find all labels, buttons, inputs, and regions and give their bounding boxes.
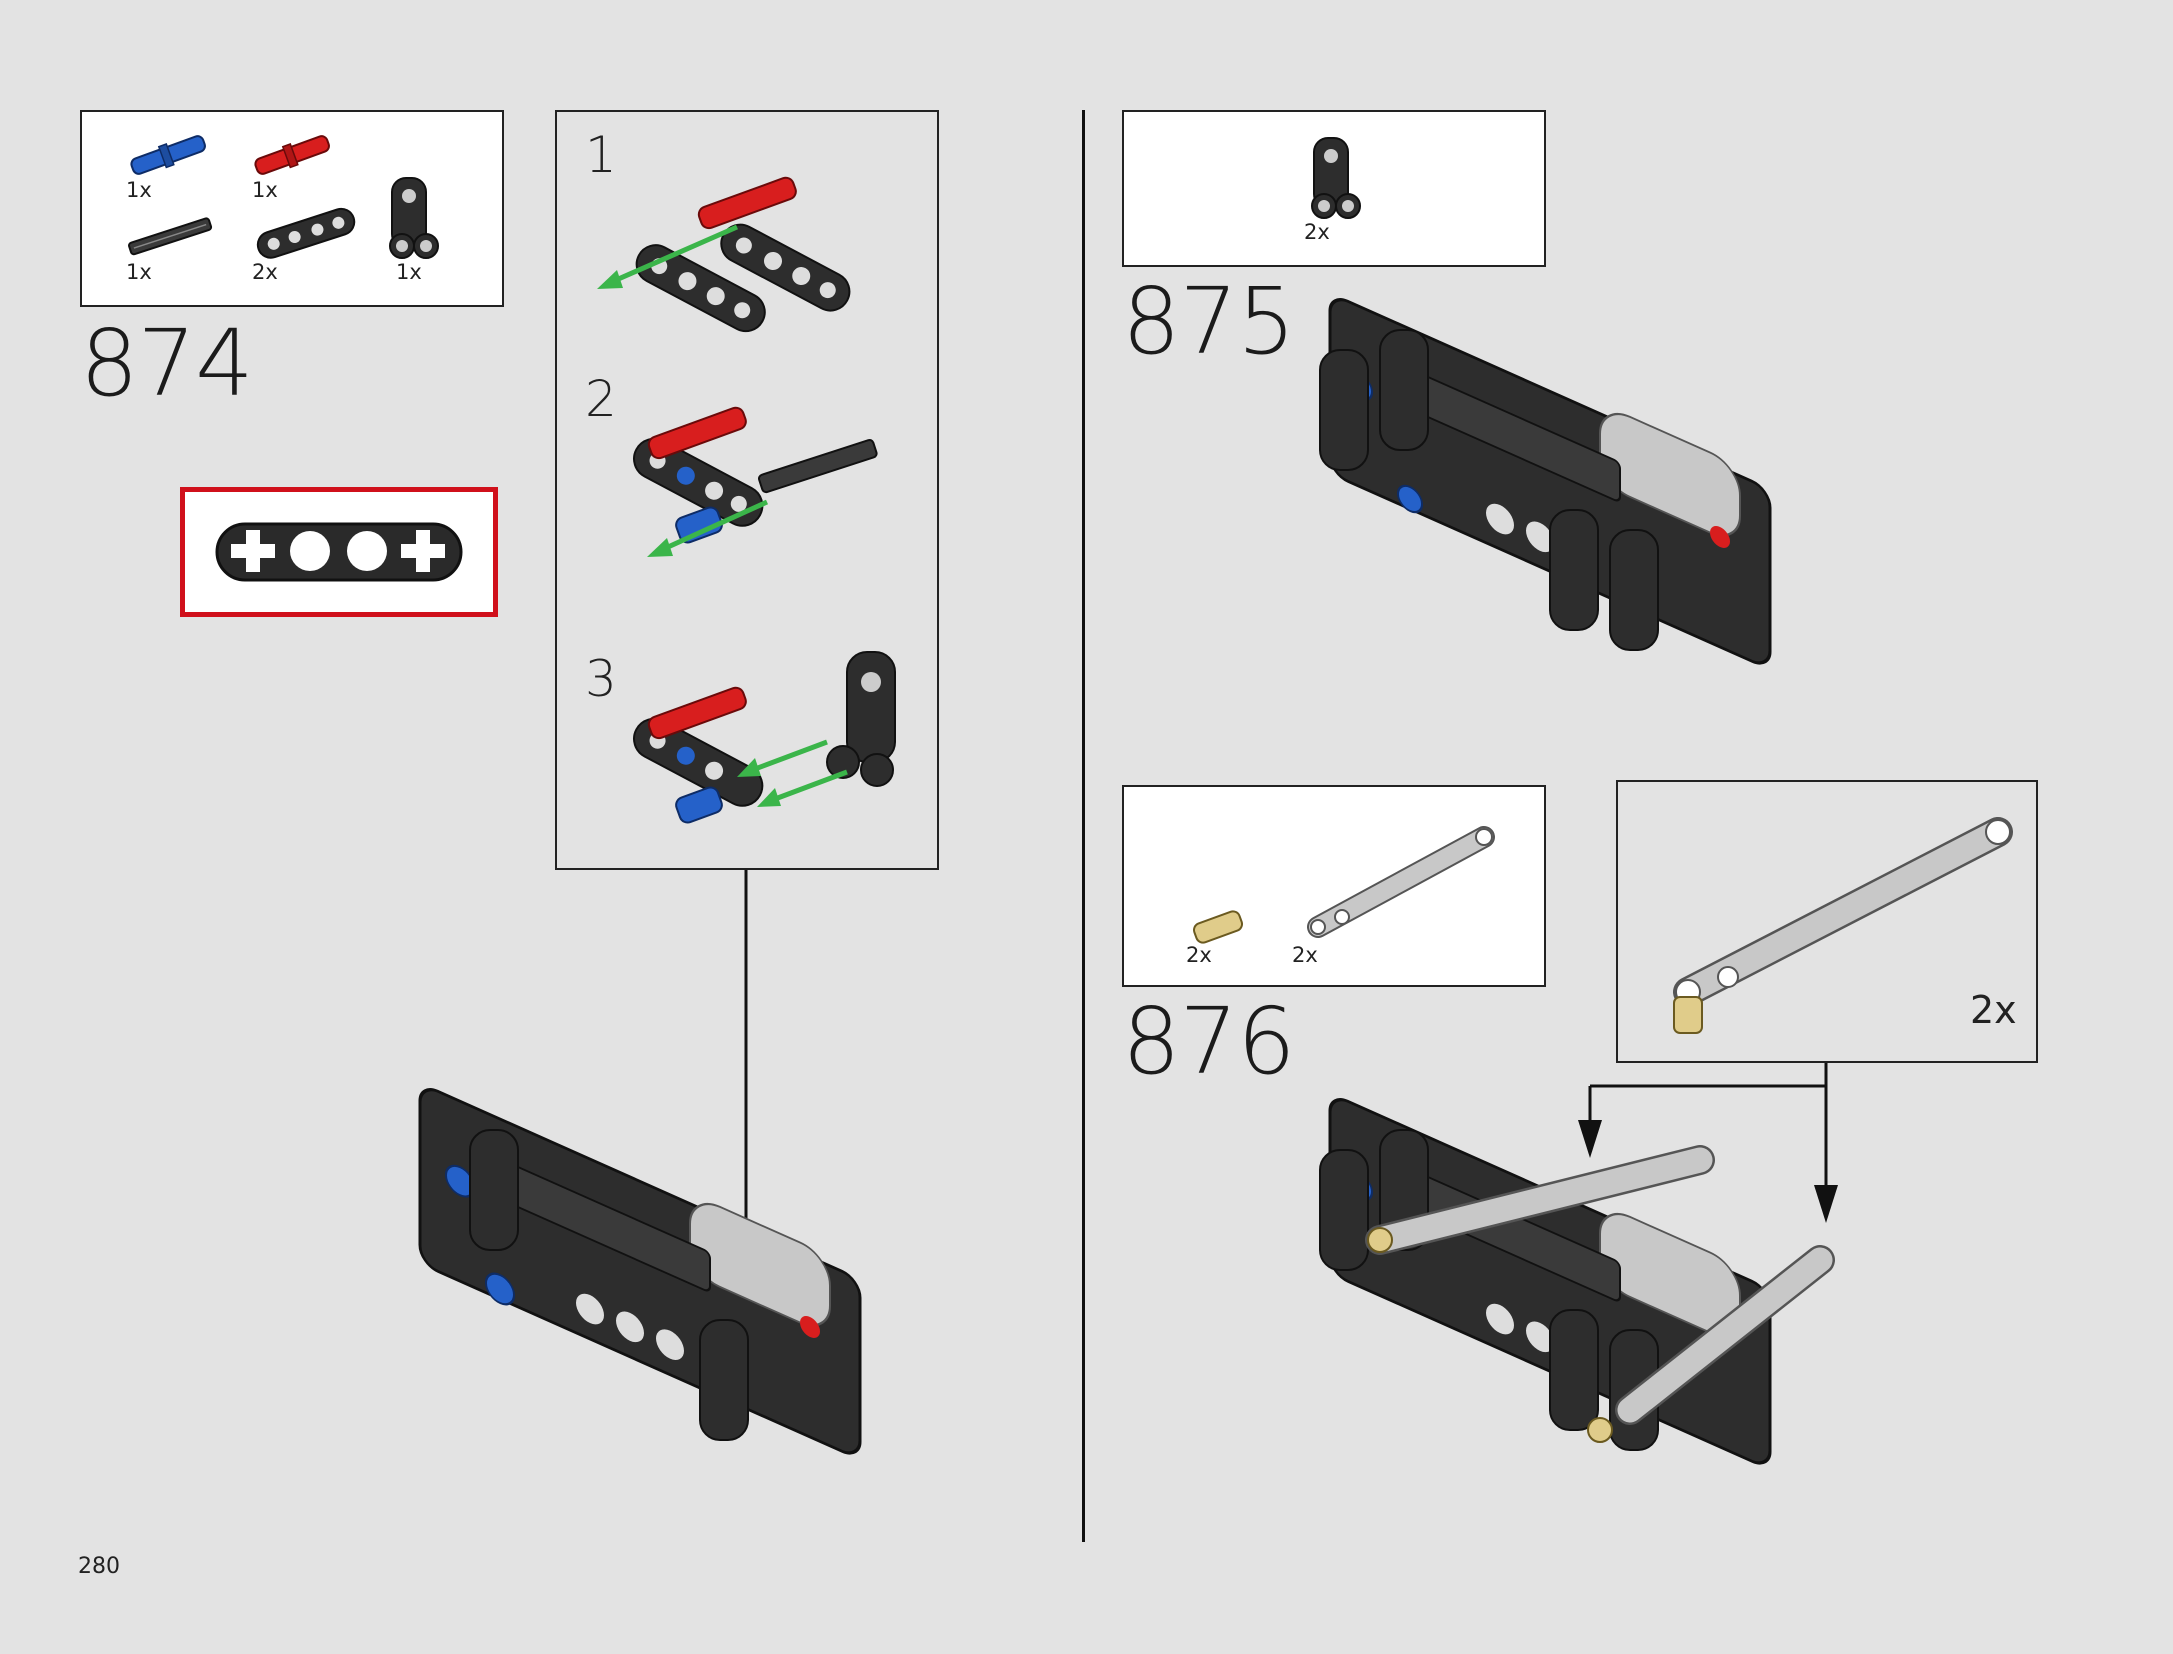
gray-lever-icon <box>1307 826 1495 938</box>
tan-pin-icon <box>1192 910 1244 944</box>
step-number: 874 <box>80 310 254 417</box>
substep-callout: 1 2 <box>555 110 939 870</box>
parts-list-875: 2x <box>1122 110 1546 267</box>
qty-label: 1x <box>396 260 422 284</box>
assembly-875-illustration <box>1319 298 1772 665</box>
qty-label: 2x <box>1304 220 1330 244</box>
substep-number: 3 <box>585 650 617 708</box>
black-axle-icon <box>128 217 213 256</box>
column-divider <box>1082 110 1085 1542</box>
qty-label: 1x <box>126 178 152 202</box>
page-number: 280 <box>78 1554 120 1579</box>
substep-2-illustration <box>633 406 878 557</box>
parts-list-874: 1x 1x 1x 2x <box>80 110 504 307</box>
part-highlight-frame <box>180 487 498 617</box>
step-number: 875 <box>1122 268 1296 375</box>
black-beam-icon <box>256 207 356 259</box>
substep-number: 1 <box>585 126 617 184</box>
qty-label: 1x <box>252 178 278 202</box>
assembly-876-illustration <box>1319 1098 1835 1465</box>
parts-list-876: 2x 2x <box>1122 785 1546 987</box>
assembly-874-illustration <box>418 1088 862 1455</box>
substep-3-illustration <box>633 651 896 824</box>
qty-label: 2x <box>1186 943 1212 967</box>
qty-label: 2x <box>252 260 278 284</box>
qty-label: 2x <box>1970 988 2017 1032</box>
substep-1-illustration <box>597 176 851 333</box>
blue-connector-pin-icon <box>130 135 206 175</box>
black-angle-connector-icon <box>389 177 439 259</box>
black-beam-icon <box>215 522 463 582</box>
lever-with-pin-illustration <box>1673 817 2013 1034</box>
subassembly-callout-876: 2x <box>1616 780 2038 1063</box>
black-angle-connector-icon <box>1311 137 1361 219</box>
step-number: 876 <box>1122 988 1296 1095</box>
red-axle-pin-icon <box>254 135 330 175</box>
substep-number: 2 <box>585 370 617 428</box>
qty-label: 1x <box>126 260 152 284</box>
qty-label: 2x <box>1292 943 1318 967</box>
